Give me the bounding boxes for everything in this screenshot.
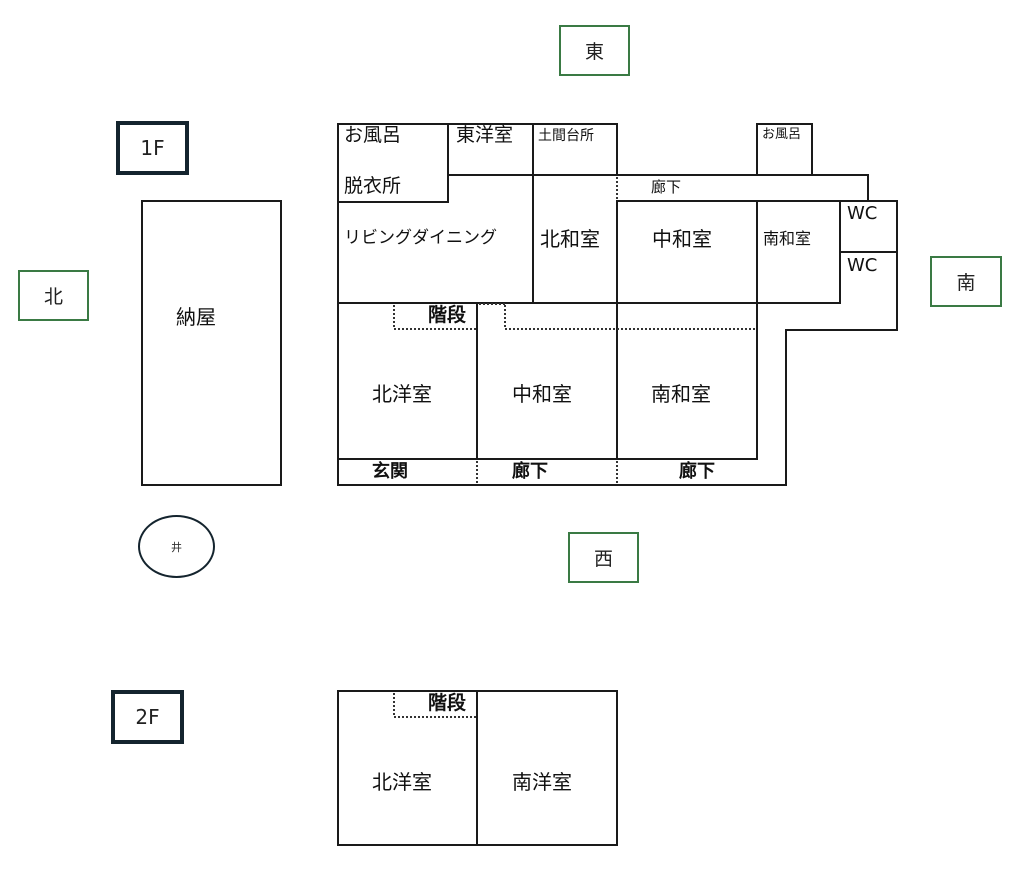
top-row-top-wall [447, 123, 618, 176]
bath-dressing-outline [337, 123, 449, 203]
barn-outline [141, 200, 282, 486]
floor-label-1f: 1F [116, 121, 189, 175]
room-corridor-top: 廊下 [651, 178, 682, 196]
south-outer-wall [337, 200, 898, 486]
direction-west: 西 [568, 532, 639, 583]
room-2f-stairs: 階段 [428, 692, 467, 714]
room-middle-japanese-bottom: 中和室 [512, 382, 572, 406]
room-north-japanese-top: 北和室 [540, 227, 600, 251]
barn-label: 納屋 [176, 305, 216, 329]
direction-east: 東 [559, 25, 630, 76]
room-2f-north-western: 北洋室 [372, 770, 432, 794]
floor-label-2f-text: 2F [135, 705, 160, 729]
floor-label-2f: 2F [111, 690, 184, 744]
direction-south-label: 南 [956, 272, 976, 294]
room-east-western: 東洋室 [456, 124, 514, 146]
room-wc-1: WC [847, 203, 878, 224]
room-bath-right: お風呂 [762, 127, 802, 142]
bath-right-outline [756, 123, 813, 176]
corridor-dotted-outline [504, 305, 757, 330]
direction-north: 北 [18, 270, 89, 321]
direction-south: 南 [930, 256, 1002, 307]
room-living-dining: リビングダイニング [344, 228, 497, 248]
room-stairs: 階段 [428, 304, 467, 326]
room-north-western: 北洋室 [372, 382, 432, 406]
stairs-2f-dotted-outline [393, 693, 477, 718]
room-entrance: 玄関 [372, 461, 408, 482]
middle-japanese-top-outline [616, 200, 758, 304]
room-corridor-bottom-2: 廊下 [679, 461, 715, 482]
room-bath-top: お風呂 [344, 124, 402, 146]
room-dressing: 脱衣所 [344, 175, 402, 197]
room-south-japanese-top: 南和室 [763, 229, 812, 248]
well-label: 井 [171, 540, 182, 554]
room-corridor-bottom-1: 廊下 [512, 461, 548, 482]
well: 井 [138, 515, 215, 578]
room-2f-south-western: 南洋室 [512, 770, 572, 794]
direction-west-label: 西 [593, 548, 613, 570]
room-south-japanese-bottom: 南和室 [651, 382, 711, 406]
stairs-dotted-outline [393, 305, 477, 330]
floor-label-1f-text: 1F [140, 136, 165, 160]
direction-east-label: 東 [584, 41, 604, 63]
room-wc-2: WC [847, 255, 878, 276]
direction-north-label: 北 [43, 286, 63, 308]
room-earthen-kitchen: 土間台所 [538, 128, 594, 144]
room-middle-japanese-top: 中和室 [652, 227, 712, 251]
